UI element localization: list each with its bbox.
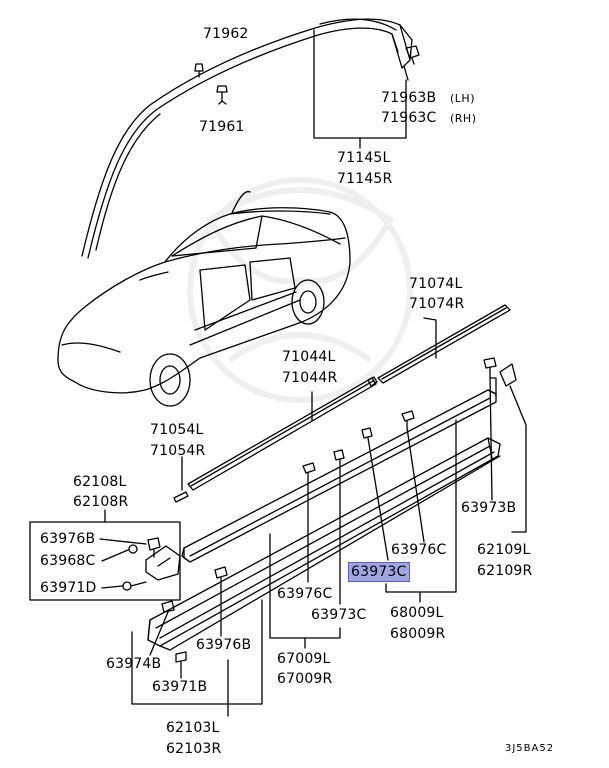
label-67009r: 67009R bbox=[277, 671, 333, 687]
clip-63976c-b bbox=[401, 410, 415, 429]
label-63976c-right: 63976C bbox=[391, 542, 447, 558]
label-68009l: 68009L bbox=[390, 605, 444, 621]
label-63973b: 63973B bbox=[461, 500, 517, 516]
label-71963c-side: (RH) bbox=[450, 112, 477, 125]
label-71963b: 71963B bbox=[381, 90, 437, 106]
clip-63974b bbox=[161, 600, 175, 613]
door-molding-71044 bbox=[187, 376, 378, 491]
label-62103l: 62103L bbox=[166, 720, 220, 736]
label-71074r: 71074R bbox=[409, 296, 465, 312]
end-cap-62108 bbox=[145, 545, 181, 581]
label-63976c-mid: 63976C bbox=[277, 586, 333, 602]
label-71044r: 71044R bbox=[282, 370, 338, 386]
label-63974b: 63974B bbox=[106, 656, 162, 672]
nut-63968c bbox=[128, 544, 138, 554]
clip-63976b-lower bbox=[214, 566, 228, 587]
clip-63973c-b bbox=[361, 427, 373, 439]
label-62109r: 62109R bbox=[477, 563, 533, 579]
label-63973c-mid: 63973C bbox=[311, 607, 367, 623]
label-71044l: 71044L bbox=[282, 349, 336, 365]
label-71961: 71961 bbox=[199, 119, 245, 135]
clip-63973c-a bbox=[333, 449, 345, 461]
side-sill-67009 bbox=[147, 437, 501, 651]
clip-63973b bbox=[483, 357, 497, 377]
clip-63976b-box bbox=[147, 537, 161, 558]
diagram-code: 3J5BA52 bbox=[505, 743, 555, 754]
label-62108l: 62108L bbox=[73, 474, 127, 490]
label-62108r: 62108R bbox=[73, 494, 129, 510]
clip-63976c-a bbox=[302, 462, 316, 481]
roof-clip-71961 bbox=[216, 85, 228, 105]
label-71962: 71962 bbox=[203, 26, 249, 42]
label-71963c: 71963C bbox=[381, 110, 437, 126]
front-molding-71054 bbox=[173, 491, 189, 503]
label-63976b-box: 63976B bbox=[40, 531, 96, 547]
label-68009r: 68009R bbox=[390, 626, 446, 642]
label-71054l: 71054L bbox=[150, 422, 204, 438]
roof-clip-71962 bbox=[194, 63, 204, 78]
label-63973c-highlighted[interactable]: 63973C bbox=[348, 562, 410, 582]
label-71145r: 71145R bbox=[337, 171, 393, 187]
screw-63971d bbox=[122, 581, 147, 591]
car-outline bbox=[57, 190, 351, 407]
watermark-emblem bbox=[187, 177, 413, 403]
screw-63971b bbox=[175, 651, 187, 671]
roof-end-clip-71963 bbox=[405, 45, 420, 65]
label-71074l: 71074L bbox=[409, 276, 463, 292]
label-63971d: 63971D bbox=[40, 580, 97, 596]
label-63976b: 63976B bbox=[196, 637, 252, 653]
roof-drip-molding bbox=[81, 18, 413, 259]
label-67009l: 67009L bbox=[277, 651, 331, 667]
rear-garnish-62109 bbox=[499, 363, 517, 387]
label-63968c: 63968C bbox=[40, 553, 96, 569]
label-62109l: 62109L bbox=[477, 542, 531, 558]
label-63971b: 63971B bbox=[152, 679, 208, 695]
belt-molding-71074 bbox=[377, 304, 511, 384]
label-62103r: 62103R bbox=[166, 741, 222, 757]
label-71145l: 71145L bbox=[337, 150, 391, 166]
label-71054r: 71054R bbox=[150, 443, 206, 459]
label-71963b-side: (LH) bbox=[450, 92, 475, 105]
